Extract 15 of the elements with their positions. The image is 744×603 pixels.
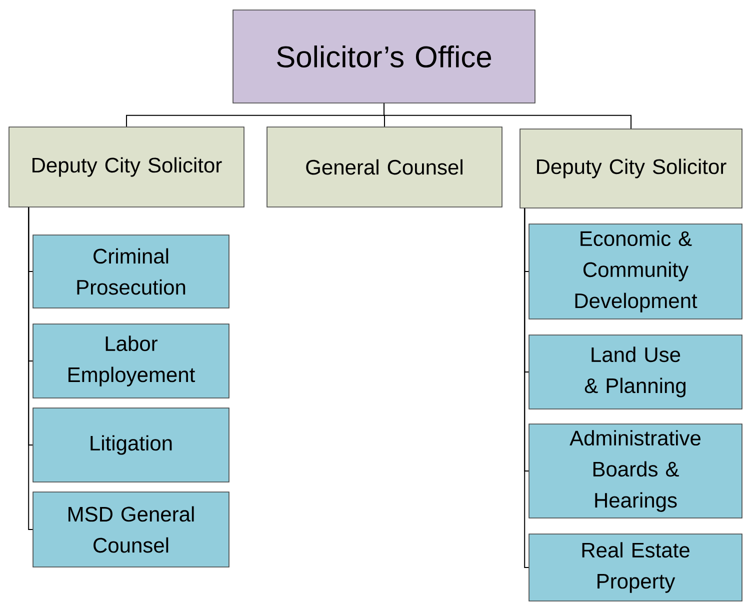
division-box: Litigation [32, 408, 230, 482]
connector-line [28, 206, 34, 530]
division-box: Criminal Prosecution [32, 234, 230, 308]
division-box: MSD General Counsel [32, 492, 230, 568]
division-box: Economic & Community Development [528, 224, 742, 320]
division-box: Real Estate Property [528, 534, 742, 602]
division-box: Administrative Boards & Hearings [528, 424, 742, 518]
connector-line [384, 102, 632, 130]
division-box: Labor Employement [32, 324, 230, 398]
office-box: Solicitor’s Office [232, 10, 536, 104]
division-box: Land Use & Planning [528, 334, 742, 410]
connector-line [524, 208, 530, 568]
department-box: Deputy City Solicitor [8, 126, 244, 208]
department-box: General Counsel [266, 126, 502, 208]
department-box: Deputy City Solicitor [520, 128, 742, 208]
